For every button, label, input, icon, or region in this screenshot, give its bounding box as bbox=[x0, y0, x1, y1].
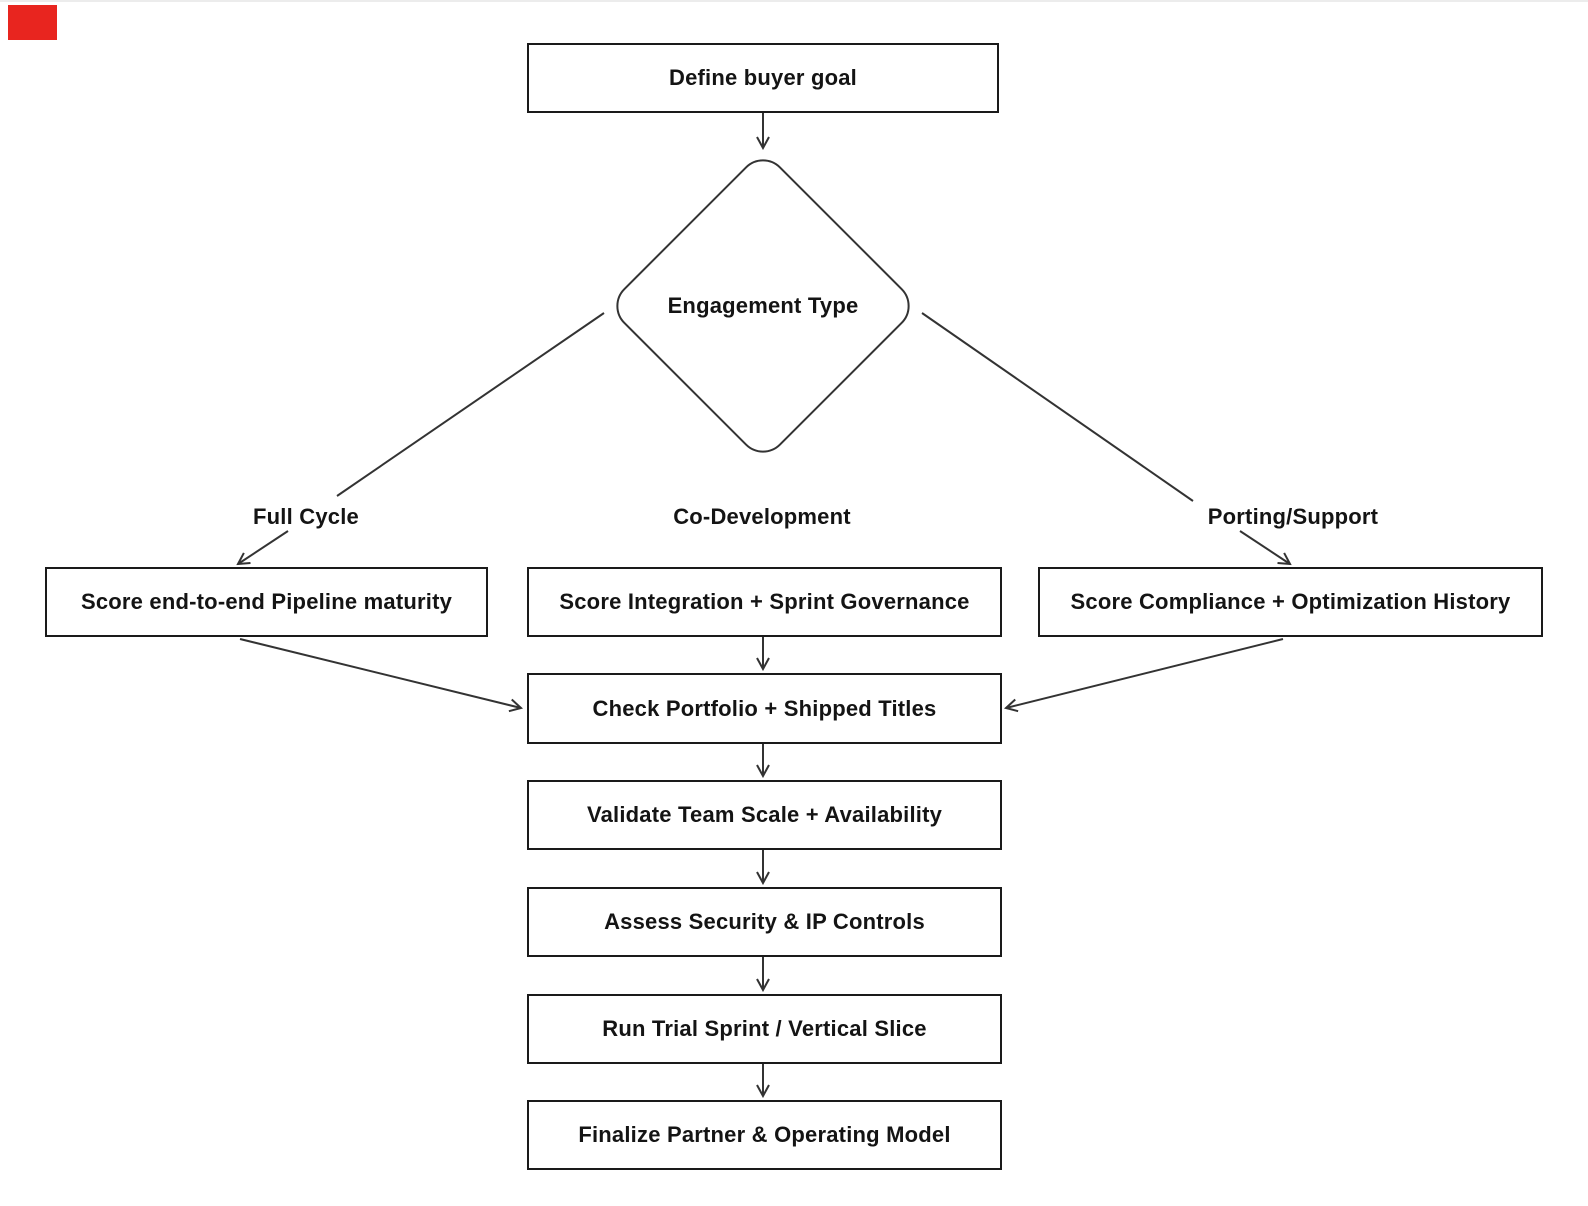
node-score-pipeline: Score end-to-end Pipeline maturity bbox=[45, 567, 488, 637]
node-check-portfolio-label: Check Portfolio + Shipped Titles bbox=[592, 695, 937, 721]
node-finalize-partner: Finalize Partner & Operating Model bbox=[527, 1100, 1002, 1170]
node-check-portfolio: Check Portfolio + Shipped Titles bbox=[527, 673, 1002, 744]
node-engagement-type-label: Engagement Type bbox=[643, 292, 883, 320]
node-score-integration: Score Integration + Sprint Governance bbox=[527, 567, 1002, 637]
node-score-integration-label: Score Integration + Sprint Governance bbox=[559, 589, 970, 614]
edge-label-full-cycle-text: Full Cycle bbox=[253, 503, 359, 529]
node-validate-team: Validate Team Scale + Availability bbox=[527, 780, 1002, 850]
top-border bbox=[0, 0, 1588, 2]
edge-label-full-cycle: Full Cycle bbox=[226, 503, 386, 530]
engagement-type-text: Engagement Type bbox=[667, 293, 859, 318]
edge-label-co-development: Co-Development bbox=[662, 503, 862, 530]
node-define-buyer-goal-label: Define buyer goal bbox=[669, 65, 857, 90]
red-marker bbox=[8, 5, 57, 40]
node-assess-security-label: Assess Security & IP Controls bbox=[604, 909, 925, 934]
connector-engagement-to-fullcycle-label bbox=[336, 312, 605, 497]
connector-fullcycle-label-to-score-pipeline bbox=[238, 530, 289, 564]
connector-engagement-to-porting-label bbox=[921, 312, 1194, 502]
connector-score-pipeline-to-check-portfolio bbox=[239, 638, 521, 708]
node-define-buyer-goal: Define buyer goal bbox=[527, 43, 999, 113]
node-assess-security: Assess Security & IP Controls bbox=[527, 887, 1002, 957]
edge-label-co-development-text: Co-Development bbox=[673, 503, 851, 529]
edge-label-porting-support-text: Porting/Support bbox=[1207, 503, 1379, 529]
node-run-trial: Run Trial Sprint / Vertical Slice bbox=[527, 994, 1002, 1064]
edge-label-porting-support: Porting/Support bbox=[1193, 503, 1393, 530]
node-validate-team-label: Validate Team Scale + Availability bbox=[586, 802, 943, 827]
node-score-pipeline-label: Score end-to-end Pipeline maturity bbox=[80, 589, 453, 614]
engagement-diamond-shape bbox=[616, 159, 910, 453]
node-run-trial-label: Run Trial Sprint / Vertical Slice bbox=[602, 1016, 927, 1041]
connector-porting-label-to-score-compliance bbox=[1239, 530, 1290, 564]
node-score-compliance-label: Score Compliance + Optimization History bbox=[1070, 589, 1511, 614]
node-finalize-partner-label: Finalize Partner & Operating Model bbox=[578, 1122, 951, 1147]
node-score-compliance: Score Compliance + Optimization History bbox=[1038, 567, 1543, 637]
connector-score-compliance-to-check-portfolio bbox=[1006, 638, 1284, 708]
